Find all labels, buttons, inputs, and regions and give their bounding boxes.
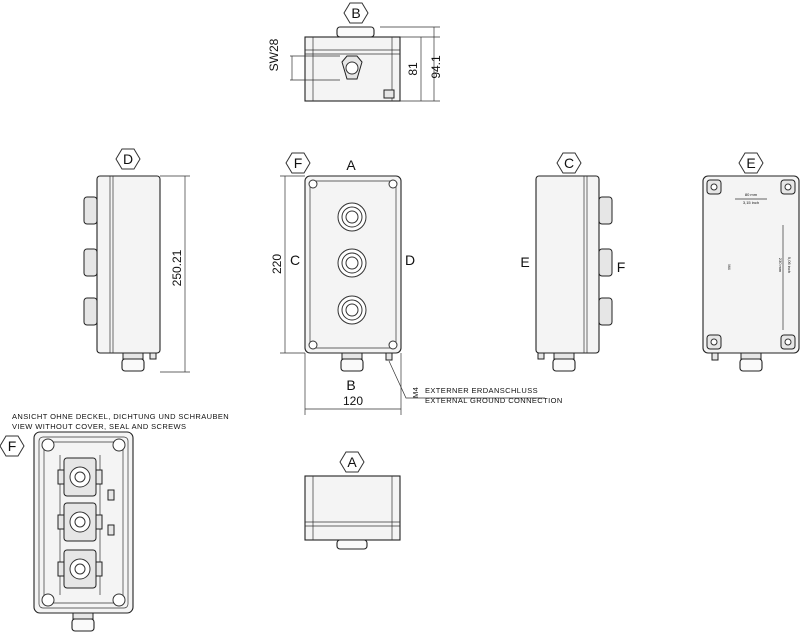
marker-label: A xyxy=(347,454,357,470)
dim-250-label: 250.21 xyxy=(170,249,184,286)
left-side-view: D 250.21 xyxy=(83,148,190,373)
screw-boss-icon xyxy=(112,438,126,452)
cable-gland xyxy=(552,358,576,372)
marker-label: B xyxy=(351,5,360,21)
button-profile xyxy=(598,248,613,277)
interior-note-en: VIEW WITHOUT COVER, SEAL AND SCREWS xyxy=(12,422,186,431)
side-label-bottom: B xyxy=(346,377,355,393)
hexagon-marker-icon xyxy=(556,152,582,174)
interior-view: ANSICHT OHNE DECKEL, DICHTUNG UND SCHRAU… xyxy=(0,412,229,632)
cable-gland xyxy=(340,358,364,372)
marker-label: D xyxy=(123,151,133,167)
top-view: B SW28 81 94.1 xyxy=(267,2,443,102)
ground-note-en: EXTERNAL GROUND CONNECTION xyxy=(425,396,563,405)
pushbutton-icon xyxy=(337,248,367,278)
bottom-view-body xyxy=(304,475,401,541)
ground-terminal-icon xyxy=(383,89,395,99)
side-label-left: C xyxy=(290,252,300,268)
ground-leader-line xyxy=(388,360,545,399)
back-side-line2: 9,06 inch xyxy=(787,257,792,273)
side-label-right: D xyxy=(405,252,415,268)
back-side-line1: 230 mm xyxy=(778,258,783,273)
wrench-size-label: SW28 xyxy=(267,38,281,71)
marker-label: C xyxy=(564,155,574,171)
ground-screw-icon xyxy=(711,352,719,361)
cable-gland xyxy=(739,358,763,372)
button-profile xyxy=(83,297,98,326)
interior-note-de: ANSICHT OHNE DECKEL, DICHTUNG UND SCHRAU… xyxy=(12,412,229,421)
screw-icon xyxy=(308,340,318,350)
hexagon-marker-icon xyxy=(738,152,764,174)
gland-cap xyxy=(336,26,375,38)
hexagon-marker-icon xyxy=(343,2,369,24)
contact-block-icon xyxy=(57,457,103,497)
ground-screw-icon xyxy=(385,352,393,361)
ground-thread-label: M4 xyxy=(411,387,420,398)
hexagon-marker-icon xyxy=(339,451,365,473)
contact-block-icon xyxy=(57,549,103,589)
cable-gland xyxy=(121,358,145,372)
pushbutton-icon xyxy=(337,202,367,232)
gland-cap xyxy=(336,539,368,550)
back-center-mark: M4 xyxy=(727,264,732,270)
button-profile xyxy=(598,196,613,225)
right-side-view: C E F xyxy=(520,152,626,372)
screw-icon xyxy=(388,340,398,350)
screw-boss-icon xyxy=(41,438,55,452)
side-label-top: A xyxy=(346,157,356,173)
marker-label: F xyxy=(294,155,303,171)
side-label-left: E xyxy=(520,254,529,270)
ground-note-de: EXTERNER ERDANSCHLUSS xyxy=(425,386,538,395)
screw-boss-icon xyxy=(112,593,126,607)
back-top-line1: 80 mm xyxy=(745,192,758,197)
marker-label: F xyxy=(8,438,17,454)
back-top-line2: 3,15 inch xyxy=(743,200,759,205)
dim-120-label: 120 xyxy=(343,394,363,408)
cable-gland xyxy=(71,618,95,632)
right-view-body xyxy=(535,175,600,354)
screw-icon xyxy=(388,179,398,189)
button-profile xyxy=(83,196,98,225)
back-view: E 80 mm 3,15 inch M4 230 mm 9,06 inch xyxy=(702,152,800,372)
button-profile xyxy=(83,248,98,277)
button-profile xyxy=(598,297,613,326)
dim-220-label: 220 xyxy=(270,254,284,274)
hexagon-marker-icon xyxy=(285,152,311,174)
hexagon-marker-icon xyxy=(115,148,141,170)
side-label-right: F xyxy=(617,259,626,275)
contact-block-icon xyxy=(57,502,103,542)
front-view: F A C D B 220 120 M4 EXTERN xyxy=(270,152,563,415)
screw-icon xyxy=(308,179,318,189)
dim-81-label: 81 xyxy=(406,62,420,76)
bottom-view: A xyxy=(304,451,401,550)
screw-boss-icon xyxy=(41,593,55,607)
hexagon-marker-icon xyxy=(0,435,25,457)
marker-label: E xyxy=(746,155,755,171)
left-view-body xyxy=(96,175,161,354)
dim-94-label: 94.1 xyxy=(429,55,443,79)
pushbutton-icon xyxy=(337,295,367,325)
